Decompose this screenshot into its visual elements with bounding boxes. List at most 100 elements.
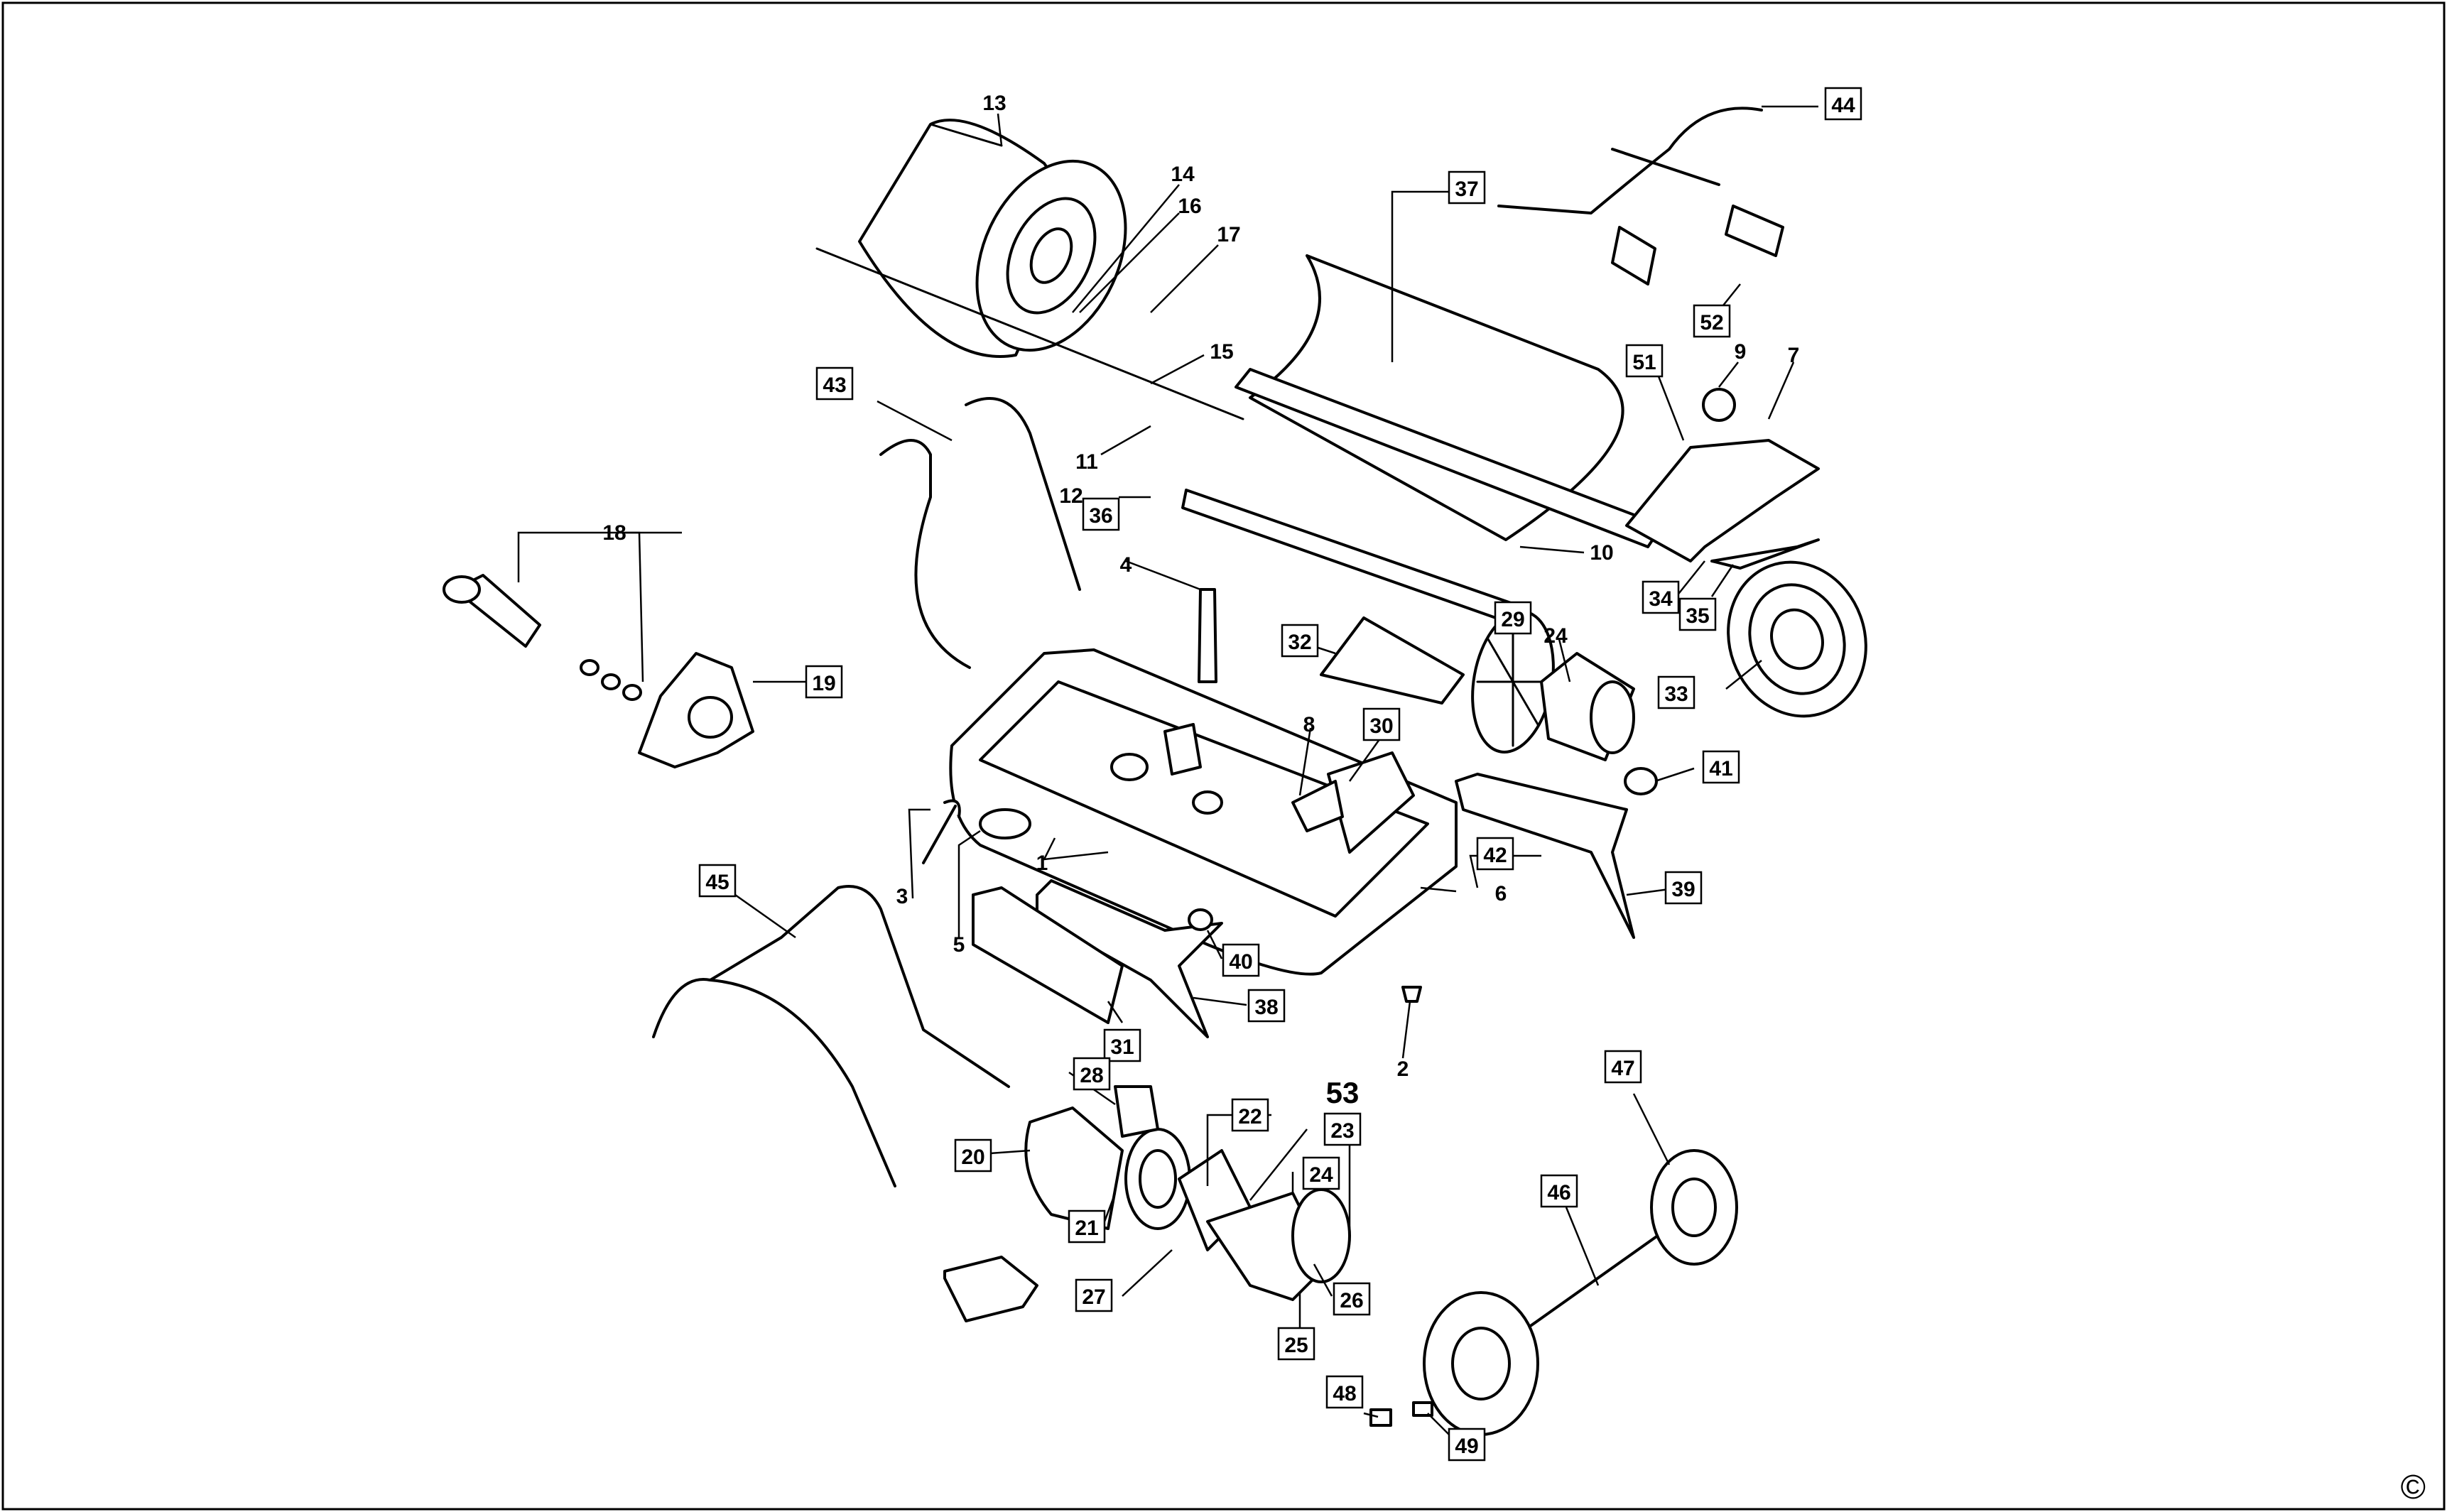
svg-text:21: 21 (1075, 1217, 1098, 1240)
callout-39: 39 (1664, 871, 1703, 905)
grommet (1188, 908, 1213, 931)
svg-text:34: 34 (1649, 587, 1673, 611)
side-rail-right (1455, 773, 1635, 939)
svg-text:44: 44 (1831, 94, 1855, 117)
upper-shell (1181, 254, 1664, 623)
callout-17: 17 (1217, 223, 1240, 246)
callout-35: 35 (1678, 597, 1717, 631)
bushing (1624, 767, 1658, 795)
callout-31: 31 (1103, 1028, 1141, 1062)
svg-text:32: 32 (1288, 631, 1311, 654)
svg-text:51: 51 (1632, 351, 1656, 374)
svg-text:26: 26 (1340, 1289, 1363, 1312)
svg-text:42: 42 (1483, 844, 1507, 867)
dipstick (922, 799, 961, 864)
svg-text:31: 31 (1110, 1035, 1134, 1059)
callout-48: 48 (1325, 1375, 1364, 1409)
callout-16: 16 (1178, 195, 1201, 218)
svg-text:43: 43 (823, 374, 846, 397)
callout-34: 34 (1642, 580, 1680, 614)
svg-text:28: 28 (1080, 1064, 1103, 1087)
pump-housing (1178, 1149, 1351, 1301)
svg-text:35: 35 (1686, 604, 1709, 628)
svg-text:38: 38 (1254, 996, 1278, 1019)
callout-20: 20 (954, 1138, 992, 1173)
callout-18: 18 (602, 521, 626, 545)
svg-text:47: 47 (1611, 1057, 1634, 1080)
svg-text:33: 33 (1664, 682, 1688, 706)
svg-text:48: 48 (1333, 1382, 1356, 1405)
mount-plate (1710, 538, 1820, 570)
top-bracket (1497, 107, 1763, 214)
axle-nut (1369, 1408, 1392, 1427)
callout-23: 23 (1323, 1112, 1362, 1146)
callout-33: 33 (1657, 675, 1695, 709)
callout-40: 40 (1222, 943, 1260, 977)
callout-25: 25 (1277, 1327, 1315, 1361)
svg-text:29: 29 (1501, 608, 1524, 631)
callout-51: 51 (1625, 344, 1664, 378)
callout-4: 4 (1120, 553, 1132, 577)
callout-41: 41 (1702, 750, 1740, 784)
callout-19: 19 (805, 665, 843, 699)
callout-38: 38 (1247, 989, 1286, 1023)
callout-2: 2 (1397, 1057, 1409, 1081)
fan-guard (1727, 560, 1867, 718)
svg-text:20: 20 (961, 1146, 984, 1169)
callout-45: 45 (698, 864, 737, 898)
callout-46: 46 (1540, 1174, 1578, 1208)
svg-text:40: 40 (1229, 950, 1252, 974)
svg-text:37: 37 (1455, 178, 1478, 201)
clamp-brackets (1611, 205, 1784, 285)
callout-6: 6 (1495, 882, 1507, 905)
svg-text:24: 24 (1309, 1163, 1333, 1187)
svg-text:30: 30 (1369, 714, 1393, 738)
callout-24-top: 24 (1543, 624, 1568, 648)
callout-3: 3 (896, 885, 908, 908)
chamber-axis-line (815, 247, 1244, 420)
callout-27: 27 (1075, 1278, 1113, 1312)
callout-36: 36 (1082, 497, 1120, 531)
svg-text:36: 36 (1089, 504, 1112, 528)
callout-10: 10 (1590, 541, 1613, 565)
front-frame (652, 885, 1010, 1187)
svg-text:45: 45 (705, 871, 729, 894)
callout-1: 1 (1036, 852, 1048, 875)
ignition-bracket (1320, 616, 1465, 705)
fuel-cap (979, 808, 1031, 839)
callout-49: 49 (1448, 1427, 1486, 1462)
callout-12: 12 (1059, 484, 1083, 508)
pump-mount-bracket (943, 1256, 1038, 1322)
handle-bar (879, 397, 1081, 669)
svg-text:52: 52 (1700, 311, 1723, 335)
callout-8: 8 (1303, 713, 1315, 736)
svg-text:23: 23 (1330, 1119, 1354, 1143)
callout-42: 42 (1476, 837, 1514, 871)
callout-32: 32 (1281, 624, 1319, 658)
burner-assembly (443, 574, 754, 768)
callout-37: 37 (1448, 170, 1486, 205)
callout-15: 15 (1210, 340, 1233, 364)
callout-14: 14 (1171, 163, 1195, 186)
filter-rod (1198, 588, 1217, 683)
svg-text:39: 39 (1671, 878, 1695, 901)
side-panel (972, 886, 1124, 1024)
wheel-assembly (1423, 1149, 1738, 1436)
svg-text:25: 25 (1284, 1334, 1308, 1357)
callout-7: 7 (1788, 344, 1800, 367)
drain-screw (1401, 986, 1422, 1003)
pump-cap (1114, 1085, 1159, 1138)
callout-53: 53 (1326, 1076, 1360, 1109)
callout-43: 43 (815, 366, 854, 401)
axle-washer (1412, 1401, 1433, 1417)
callout-13: 13 (982, 92, 1006, 115)
callout-11: 11 (1075, 450, 1098, 474)
pump-motor (1024, 1106, 1191, 1230)
svg-text:49: 49 (1455, 1435, 1478, 1458)
control-module (1291, 780, 1344, 832)
callout-52: 52 (1693, 304, 1731, 338)
svg-text:19: 19 (812, 672, 835, 695)
svg-text:22: 22 (1238, 1105, 1262, 1128)
